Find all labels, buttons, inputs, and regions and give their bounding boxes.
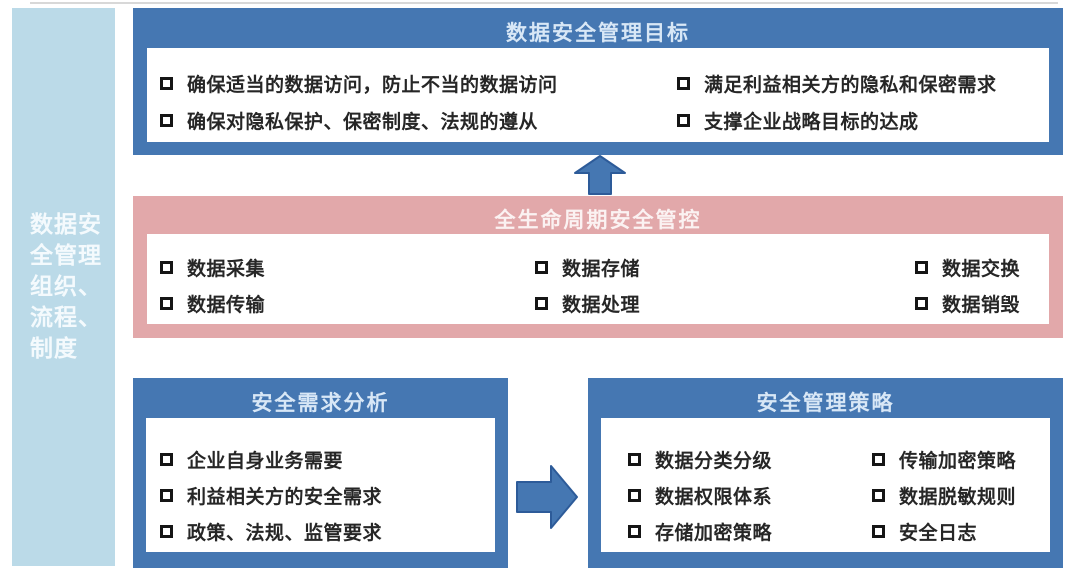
list-item: 安全日志 (872, 518, 1016, 545)
list-item: 确保适当的数据访问，防止不当的数据访问 (160, 70, 558, 96)
checkbox-square-icon (628, 489, 641, 502)
strategy-box-panel: 数据分类分级 数据权限体系 存储加密策略 传输加密策略 数据 (601, 418, 1050, 552)
item-label: 确保对隐私保护、保密制度、法规的遵从 (187, 110, 539, 133)
lifecycle-column-3: 数据交换 数据销毁 (915, 234, 1020, 316)
checkbox-square-icon (160, 453, 173, 466)
list-item: 数据分类分级 (628, 446, 772, 473)
checkbox-square-icon (628, 525, 641, 538)
sidebar-line: 制度 (30, 336, 78, 362)
sidebar-org-process-policy: 数据安 全管理 组织、 流程、 制度 (12, 8, 115, 566)
item-label: 数据采集 (187, 257, 266, 280)
strategy-box-title: 安全管理策略 (756, 391, 895, 415)
checkbox-square-icon (535, 296, 548, 310)
list-item: 数据交换 (915, 254, 1020, 280)
checkbox-square-icon (872, 453, 885, 466)
lifecycle-box: 全生命周期安全管控 数据采集 数据传输 数据存储 数据 (133, 196, 1063, 338)
sidebar-line: 全管理 (30, 243, 102, 269)
checkbox-square-icon (872, 525, 885, 538)
item-label: 政策、法规、监管要求 (187, 522, 383, 544)
goal-box-title: 数据安全管理目标 (506, 21, 690, 45)
needs-box-panel: 企业自身业务需要 利益相关方的安全需求 政策、法规、监管要求 (146, 418, 495, 552)
list-item: 传输加密策略 (872, 446, 1016, 473)
checkbox-square-icon (915, 260, 928, 274)
sidebar-line: 数据安 (30, 212, 102, 238)
checkbox-square-icon (677, 76, 690, 90)
checkbox-square-icon (628, 453, 641, 466)
list-item: 利益相关方的安全需求 (160, 482, 382, 509)
sidebar-line: 流程、 (30, 305, 102, 331)
item-label: 安全日志 (899, 522, 978, 544)
needs-column: 企业自身业务需要 利益相关方的安全需求 政策、法规、监管要求 (160, 418, 382, 545)
item-label: 数据脱敏规则 (899, 486, 1017, 508)
up-arrow-icon (574, 155, 626, 195)
list-item: 企业自身业务需要 (160, 446, 382, 473)
checkbox-square-icon (160, 296, 173, 310)
checkbox-square-icon (915, 296, 928, 310)
item-label: 数据存储 (562, 257, 641, 280)
right-arrow-icon (516, 465, 578, 529)
list-item: 政策、法规、监管要求 (160, 518, 382, 545)
list-item: 数据传输 (160, 290, 265, 316)
item-label: 数据权限体系 (655, 486, 773, 508)
goal-box-panel: 确保适当的数据访问，防止不当的数据访问 确保对隐私保护、保密制度、法规的遵从 满… (147, 48, 1049, 142)
item-label: 支撑企业战略目标的达成 (704, 110, 919, 133)
checkbox-square-icon (160, 76, 173, 90)
list-item: 数据权限体系 (628, 482, 772, 509)
item-label: 企业自身业务需要 (187, 450, 344, 472)
list-item: 数据处理 (535, 290, 640, 316)
item-label: 数据处理 (562, 293, 641, 316)
lifecycle-box-panel: 数据采集 数据传输 数据存储 数据处理 (147, 234, 1049, 324)
checkbox-square-icon (677, 113, 690, 127)
lifecycle-column-1: 数据采集 数据传输 (160, 234, 265, 316)
list-item: 存储加密策略 (628, 518, 772, 545)
item-label: 数据传输 (187, 293, 266, 316)
list-item: 确保对隐私保护、保密制度、法规的遵从 (160, 107, 558, 133)
strategy-column-2: 传输加密策略 数据脱敏规则 安全日志 (872, 418, 1016, 545)
strategy-box: 安全管理策略 数据分类分级 数据权限体系 存储加密策略 (588, 378, 1063, 568)
strategy-column-1: 数据分类分级 数据权限体系 存储加密策略 (628, 418, 772, 545)
item-label: 存储加密策略 (655, 522, 773, 544)
checkbox-square-icon (160, 113, 173, 127)
list-item: 满足利益相关方的隐私和保密需求 (677, 70, 997, 96)
checkbox-square-icon (160, 489, 173, 502)
item-label: 数据分类分级 (655, 450, 773, 472)
item-label: 传输加密策略 (899, 450, 1017, 472)
list-item: 数据采集 (160, 254, 265, 280)
needs-box-title: 安全需求分析 (251, 391, 390, 415)
goal-box: 数据安全管理目标 确保适当的数据访问，防止不当的数据访问 确保对隐私保护、保密制… (133, 8, 1063, 155)
item-label: 数据销毁 (942, 293, 1021, 316)
list-item: 支撑企业战略目标的达成 (677, 107, 997, 133)
sidebar-label: 数据安 全管理 组织、 流程、 制度 (30, 210, 102, 365)
list-item: 数据存储 (535, 254, 640, 280)
goal-right-column: 满足利益相关方的隐私和保密需求 支撑企业战略目标的达成 (677, 48, 997, 133)
goal-left-column: 确保适当的数据访问，防止不当的数据访问 确保对隐私保护、保密制度、法规的遵从 (160, 48, 558, 133)
checkbox-square-icon (872, 489, 885, 502)
item-label: 确保适当的数据访问，防止不当的数据访问 (187, 73, 558, 96)
sidebar-line: 组织、 (30, 274, 102, 300)
item-label: 满足利益相关方的隐私和保密需求 (704, 73, 997, 96)
item-label: 利益相关方的安全需求 (187, 486, 383, 508)
checkbox-square-icon (535, 260, 548, 274)
item-label: 数据交换 (942, 257, 1021, 280)
needs-box: 安全需求分析 企业自身业务需要 利益相关方的安全需求 政策、法规、监管要求 (133, 378, 508, 568)
checkbox-square-icon (160, 260, 173, 274)
list-item: 数据销毁 (915, 290, 1020, 316)
lifecycle-column-2: 数据存储 数据处理 (535, 234, 640, 316)
list-item: 数据脱敏规则 (872, 482, 1016, 509)
lifecycle-box-title: 全生命周期安全管控 (494, 208, 702, 232)
top-divider-line (30, 2, 1058, 4)
checkbox-square-icon (160, 525, 173, 538)
